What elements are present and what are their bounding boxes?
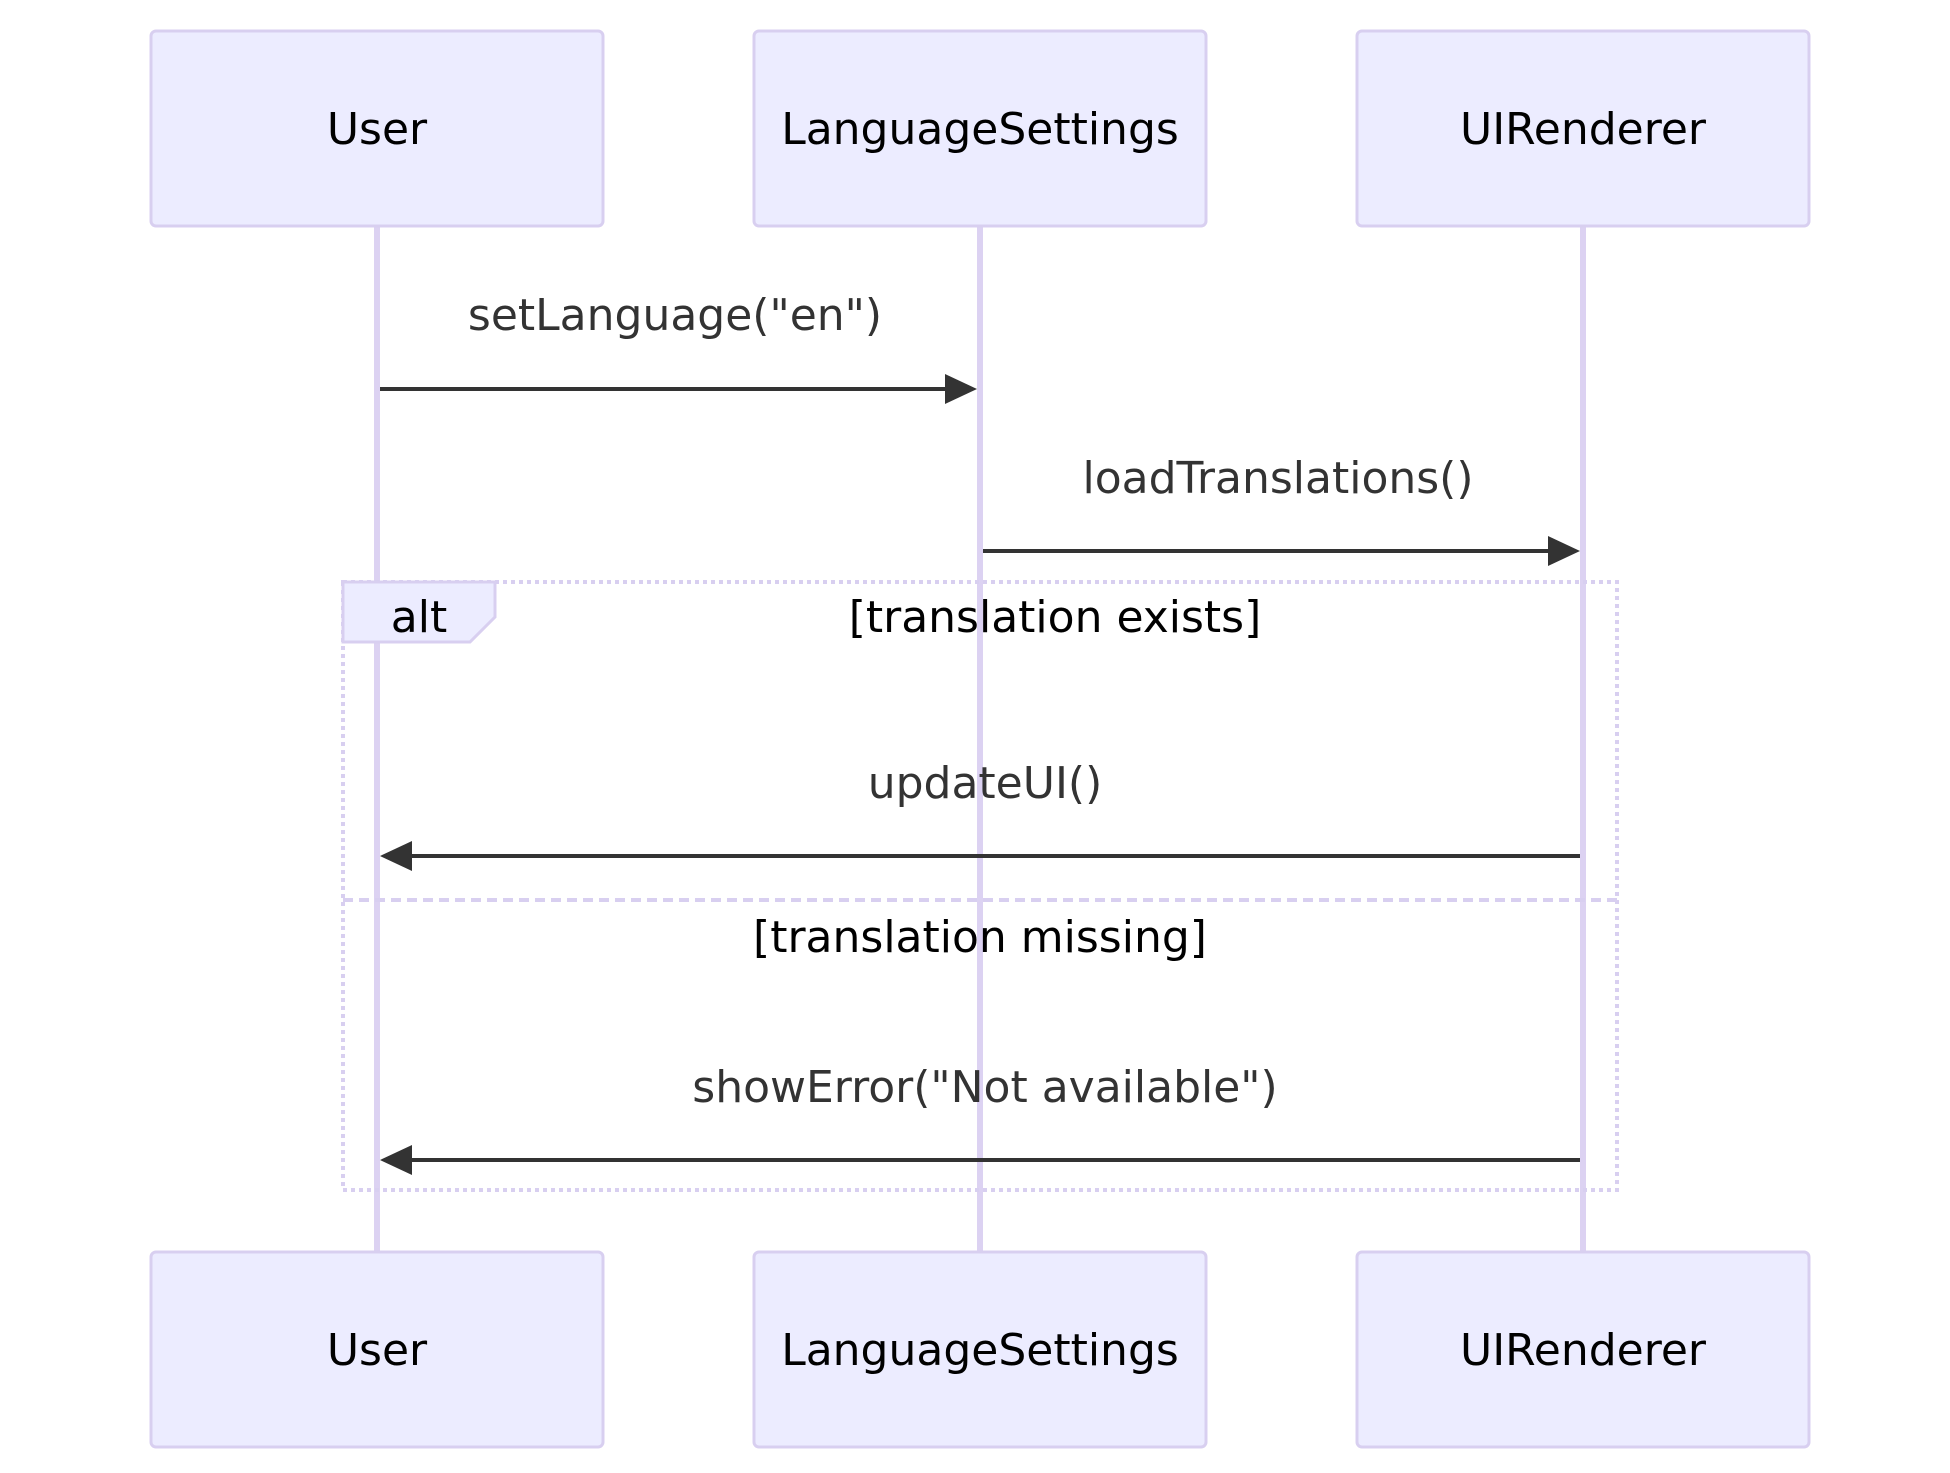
actor-bottom-ui-renderer: UIRenderer — [1355, 1250, 1811, 1449]
actor-top-language-settings-label: LanguageSettings — [781, 104, 1179, 155]
message-set-language-arrowhead — [945, 374, 977, 404]
alt-keyword: alt — [391, 592, 447, 643]
actor-bottom-language-settings-label: LanguageSettings — [781, 1325, 1179, 1376]
message-show-error-arrowhead — [380, 1145, 412, 1175]
actor-top-ui-renderer-label: UIRenderer — [1460, 104, 1707, 155]
actor-top-user: User — [149, 29, 605, 228]
actor-top-ui-renderer: UIRenderer — [1355, 29, 1811, 228]
alt-condition-exists: [translation exists] — [849, 592, 1262, 643]
message-update-ui-label: updateUI() — [868, 758, 1103, 809]
actor-bottom-language-settings: LanguageSettings — [752, 1250, 1208, 1449]
alt-frame-label — [341, 580, 497, 644]
message-load-translations-label: loadTranslations() — [1082, 453, 1473, 504]
message-set-language-label: setLanguage("en") — [468, 290, 882, 341]
actor-top-user-label: User — [327, 104, 428, 155]
actor-top-language-settings: LanguageSettings — [752, 29, 1208, 228]
alt-condition-missing: [translation missing] — [753, 912, 1207, 963]
message-update-ui-arrowhead — [380, 841, 412, 871]
message-show-error-label: showError("Not available") — [692, 1062, 1277, 1113]
message-load-translations-arrowhead — [1548, 536, 1580, 566]
actor-bottom-ui-renderer-label: UIRenderer — [1460, 1325, 1707, 1376]
alt-frame — [341, 580, 1619, 1192]
actor-bottom-user: User — [149, 1250, 605, 1449]
actor-bottom-user-label: User — [327, 1325, 428, 1376]
